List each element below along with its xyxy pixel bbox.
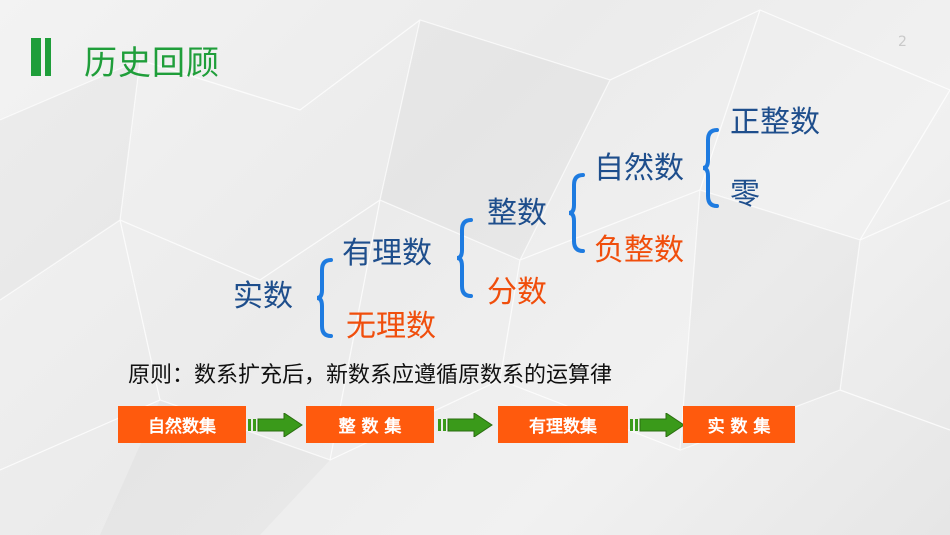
principle-text: 原则：数系扩充后，新数系应遵循原数系的运算律 [128,363,613,388]
flow-arrow-icon [248,413,303,437]
flow-box-rational: 有理数集 [498,406,628,443]
flow-box-integer: 整 数 集 [306,406,434,443]
term-integers: 整数 [487,196,547,231]
page-number: 2 [898,34,907,50]
term-negative-integers: 负整数 [594,233,684,268]
brace-rational [456,218,473,298]
title-accent-bar-thin [45,38,51,76]
brace-real [316,258,333,338]
title-accent-bar [31,38,41,76]
term-zero: 零 [730,177,760,212]
term-rational-numbers: 有理数 [342,236,432,271]
slide-title: 历史回顾 [84,43,220,82]
brace-natural [702,128,719,208]
flow-box-natural: 自然数集 [118,406,246,443]
term-positive-integers: 正整数 [730,105,820,140]
term-irrational-numbers: 无理数 [346,309,436,344]
term-real-numbers: 实数 [233,279,293,314]
flow-arrow-icon [630,413,685,437]
term-natural-numbers: 自然数 [594,151,684,186]
term-fractions: 分数 [487,275,547,310]
flow-box-real: 实 数 集 [683,406,795,443]
flow-arrow-icon [438,413,493,437]
brace-integer [568,173,585,253]
